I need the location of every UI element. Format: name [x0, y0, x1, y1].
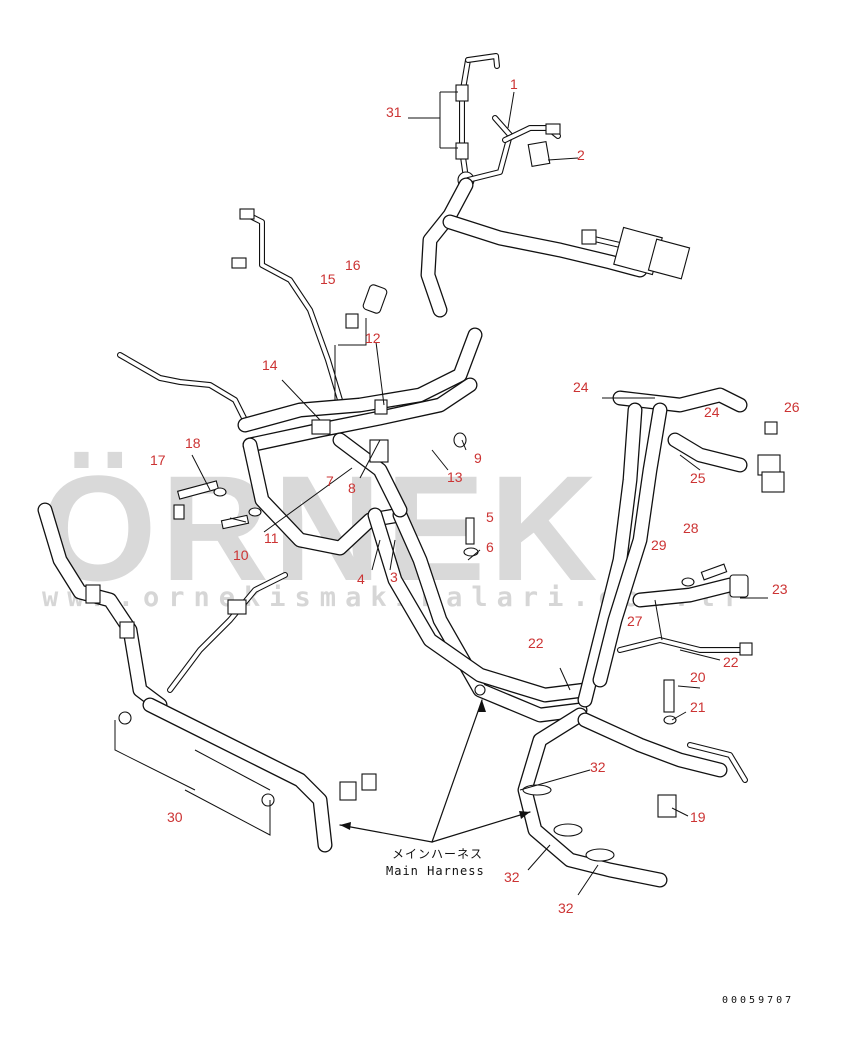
callout-31: 31	[386, 104, 402, 120]
callout-21: 21	[690, 699, 706, 715]
main-harness-label-en: Main Harness	[386, 864, 485, 878]
main-harness-label-jp: メインハーネス	[392, 847, 483, 861]
sleeve-16	[362, 284, 388, 314]
callout-28: 28	[683, 520, 699, 536]
callout-19: 19	[690, 809, 706, 825]
right-upper-branch	[420, 177, 691, 318]
callout-13: 13	[447, 469, 463, 485]
callout-6: 6	[486, 539, 494, 555]
callout-8: 8	[348, 480, 356, 496]
washer-21	[663, 715, 677, 725]
callout-1: 1	[510, 76, 518, 92]
callout-labels: 1 2 3 4 5 6 7 8 9 10 11 12 13 14 15 16 1…	[150, 76, 800, 916]
callout-23: 23	[772, 581, 788, 597]
callout-15: 15	[320, 271, 336, 287]
left-harness	[37, 502, 377, 853]
bolt-head-17	[173, 504, 185, 520]
callout-24a: 24	[573, 379, 589, 395]
washer-11	[248, 507, 262, 517]
left-upper-branch	[117, 208, 343, 423]
callout-10: 10	[233, 547, 249, 563]
washer-18	[213, 487, 227, 497]
central-harness-bundle	[237, 327, 593, 723]
main-harness-arrows	[339, 699, 531, 843]
callout-20: 20	[690, 669, 706, 685]
callout-16: 16	[345, 257, 361, 273]
washer-27	[681, 577, 695, 587]
document-number: 00059707	[722, 995, 794, 1006]
bolt-10	[220, 514, 250, 530]
right-harness	[577, 387, 785, 708]
bolt-28	[700, 563, 728, 581]
callout-32b: 32	[504, 869, 520, 885]
washer-6	[463, 547, 479, 557]
callout-11: 11	[264, 530, 279, 546]
callout-25: 25	[690, 470, 706, 486]
top-harness-branch	[455, 53, 561, 189]
callout-24b: 24	[704, 404, 720, 420]
callout-26: 26	[784, 399, 800, 415]
callout-4: 4	[357, 571, 365, 587]
callout-27: 27	[627, 613, 643, 629]
bolt-5	[465, 517, 475, 545]
lower-right-harness	[517, 707, 748, 888]
bolt-20	[663, 679, 675, 713]
main-harness-label: メインハーネス Main Harness	[386, 847, 485, 878]
callout-18: 18	[185, 435, 201, 451]
callout-29: 29	[651, 537, 667, 553]
callout-32a: 32	[590, 759, 606, 775]
callout-3: 3	[390, 569, 398, 585]
callout-17: 17	[150, 452, 166, 468]
leader-lines	[114, 91, 768, 896]
watermark-word: ÖRNEK	[40, 444, 602, 612]
callout-2: 2	[577, 147, 585, 163]
callout-14: 14	[262, 357, 278, 373]
callout-5: 5	[486, 509, 494, 525]
callout-22a: 22	[528, 635, 544, 651]
harness-drawing: 1 2 3 4 5 6 7 8 9 10 11 12 13 14 15 16 1…	[37, 53, 800, 1006]
callout-32c: 32	[558, 900, 574, 916]
callout-12: 12	[365, 330, 381, 346]
callout-9: 9	[474, 450, 482, 466]
callout-22b: 22	[723, 654, 739, 670]
callout-30: 30	[167, 809, 183, 825]
callout-7: 7	[326, 473, 334, 489]
clip-15	[345, 313, 359, 329]
